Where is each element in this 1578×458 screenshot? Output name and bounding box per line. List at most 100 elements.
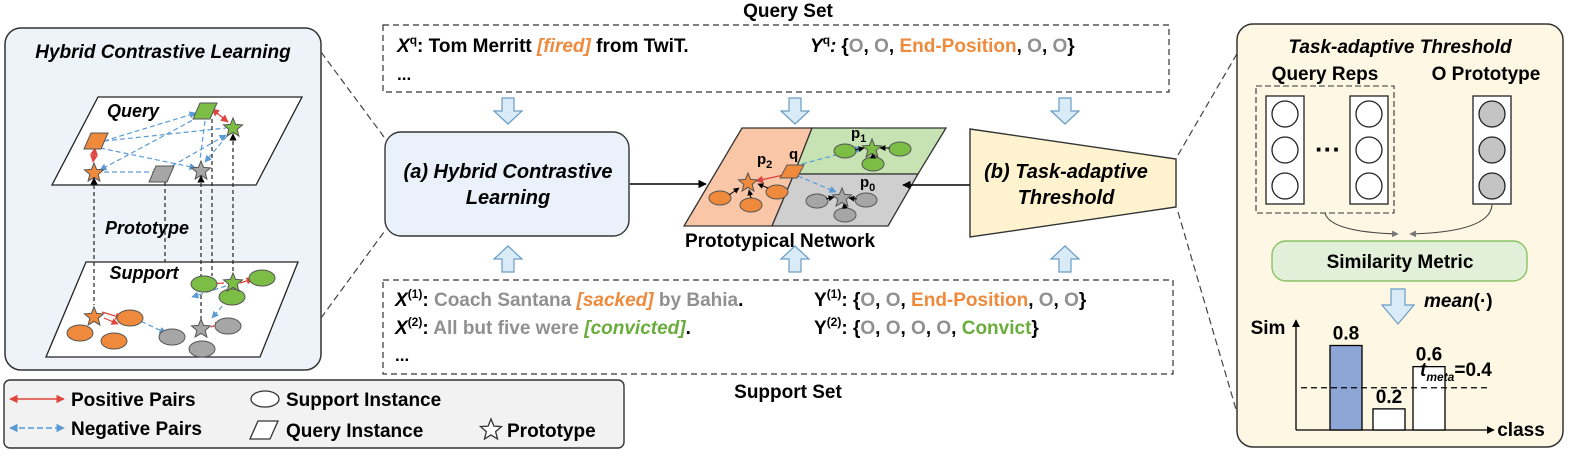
support-instance-green-1 <box>190 275 218 293</box>
o-prototype-to-metric-arrow <box>1409 204 1493 238</box>
module-a-line1: (a) Hybrid Contrastive <box>404 161 613 183</box>
query-reps-dots: ··· <box>1315 134 1341 164</box>
query-rep-2-cell-2 <box>1355 136 1383 164</box>
tat-panel-title: Task-adaptive Threshold <box>1288 37 1512 58</box>
bar-2-label: 0.2 <box>1376 387 1402 408</box>
proto-gray-1 <box>805 193 829 209</box>
similarity-metric-box <box>1271 240 1528 282</box>
query-instance-icon <box>248 420 280 440</box>
proto-orange-3 <box>765 184 789 200</box>
support-y1-line: Y(1): {O, O, End-Position, O, O} <box>814 287 1087 311</box>
query-ellipsis: ... <box>397 65 411 84</box>
support-prototype-green <box>222 271 244 293</box>
legend: Positive Pairs Negative Pairs Support In… <box>3 379 625 449</box>
threshold-label: tmeta=0.4 <box>1420 360 1492 384</box>
prototype-projections <box>90 119 237 322</box>
query-y-line: Yq:{O, O, End-Position, O, O} <box>810 33 1075 57</box>
q-label: q <box>789 146 798 163</box>
support-instance-icon <box>250 390 280 408</box>
support-prototype-gray <box>190 317 212 339</box>
bar-1-label: 0.8 <box>1333 324 1359 345</box>
proto-orange-1 <box>708 190 732 206</box>
protonet: p1 p2 p0 q Prototypical Network <box>682 125 948 252</box>
query-prototype-green <box>222 116 244 138</box>
support-x1-line: X(1): Coach Santana [sacked] by Bahia. <box>394 287 743 311</box>
query-x-line: Xq: Tom Merritt [fired] from TwiT. <box>396 33 689 57</box>
legend-positive-pairs: Positive Pairs <box>71 390 196 411</box>
query-down-arrows <box>492 97 1081 125</box>
query-positive-pair-green <box>211 108 229 123</box>
support-x2-line: X(2): All but five were [convicted]. <box>394 315 691 339</box>
support-instance-orange-2 <box>116 309 144 327</box>
similarity-metric-label: Similarity Metric <box>1327 252 1474 273</box>
sim-axis-label: Sim <box>1251 318 1286 339</box>
proto-gray-2 <box>854 192 878 208</box>
legend-query-instance: Query Instance <box>286 421 423 442</box>
module-b-line2: Threshold <box>1018 187 1115 209</box>
proto-orange-2 <box>739 197 763 213</box>
legend-negative-pairs: Negative Pairs <box>71 419 202 440</box>
legend-support-instance: Support Instance <box>286 390 441 411</box>
proto-prototype-gray <box>831 186 853 208</box>
support-instance-gray-2 <box>214 317 242 335</box>
support-ellipsis: ... <box>395 346 409 365</box>
query-positive-pair-orange <box>90 147 98 163</box>
query-rep-2-cell-3 <box>1355 172 1383 200</box>
sim-chart: Sim class 0.8 0.2 0.6 tmeta=0.4 <box>1251 318 1545 441</box>
zoom-line-right-top <box>1177 51 1239 156</box>
support-instance-green-3 <box>218 288 246 306</box>
support-plane-label: Support <box>110 263 180 283</box>
support-instance-gray-1 <box>158 328 186 346</box>
bar-3-label: 0.6 <box>1416 345 1442 366</box>
o-prototype-cell-1 <box>1478 100 1506 128</box>
zoom-line-left-top <box>320 51 385 138</box>
support-y2-line: Y(2): {O, O, O, O, Convict} <box>814 315 1039 339</box>
query-instance-orange <box>83 132 109 150</box>
legend-prototype: Prototype <box>507 421 596 442</box>
query-rep-1-cell-2 <box>1271 136 1299 164</box>
query-rep-1-cell-1 <box>1271 100 1299 128</box>
support-instance-gray-3 <box>188 340 216 358</box>
query-reps-to-metric-arrow <box>1324 212 1399 238</box>
support-set-box <box>382 279 1174 375</box>
proto-query-instance <box>779 164 805 179</box>
bar-2 <box>1372 408 1406 431</box>
zoom-line-left-bottom <box>320 231 385 319</box>
proto-green-2 <box>888 141 912 157</box>
protonet-caption: Prototypical Network <box>685 231 875 252</box>
p0-label: p0 <box>860 174 875 194</box>
p1-label: p1 <box>851 125 866 145</box>
o-prototype-label: O Prototype <box>1432 64 1541 85</box>
query-instance-green <box>192 102 218 120</box>
query-set-box <box>382 24 1170 93</box>
tat-panel-bg <box>1236 23 1564 448</box>
support-instance-green-2 <box>248 269 276 287</box>
query-rep-2-cell-1 <box>1355 100 1383 128</box>
proto-gray-3 <box>833 207 857 223</box>
bar-3 <box>1412 365 1446 431</box>
legend-box <box>3 379 625 449</box>
protonet-to-prototype-arrows <box>728 145 890 210</box>
hcl-panel-title: Hybrid Contrastive Learning <box>35 42 291 63</box>
support-instance-orange-3 <box>100 332 128 350</box>
query-instance-gray <box>148 165 175 183</box>
support-up-arrows <box>492 245 1081 273</box>
p2-label: p2 <box>757 151 772 171</box>
query-plane <box>50 96 304 186</box>
hcl-panel: Hybrid Contrastive Learning Query Protot… <box>4 27 322 371</box>
prototype-label: Prototype <box>105 218 189 238</box>
prototype-icon <box>478 417 504 441</box>
query-reps-label: Query Reps <box>1272 64 1379 85</box>
proto-prototype-orange <box>737 171 759 193</box>
proto-green-1 <box>833 143 857 159</box>
zoom-line-right-bottom <box>1177 211 1239 417</box>
module-a-line2: Learning <box>466 187 550 209</box>
module-b-line1: (b) Task-adaptive <box>984 161 1148 183</box>
tat-panel: Task-adaptive Threshold Query Reps O Pro… <box>1236 23 1564 448</box>
proto-prototype-green <box>861 137 883 159</box>
module-a-box <box>384 131 630 237</box>
class-axis-label: class <box>1497 420 1545 441</box>
query-plane-label: Query <box>107 101 160 121</box>
support-prototype-orange <box>83 305 105 327</box>
